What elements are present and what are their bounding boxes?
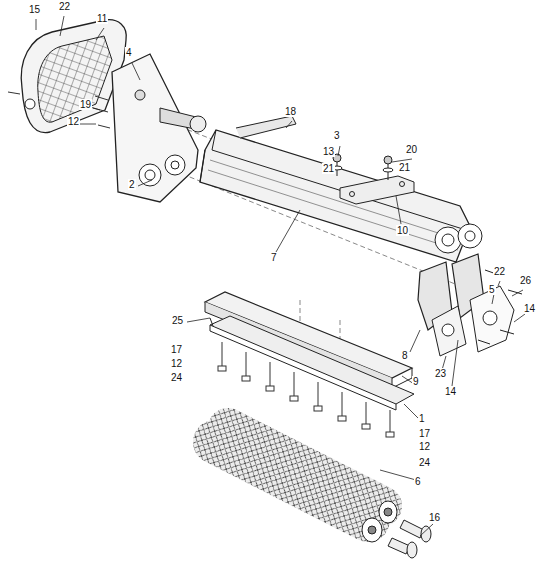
- leader-lines: [36, 16, 525, 536]
- gearbox: [112, 54, 206, 202]
- callout-number: 4: [125, 47, 133, 58]
- bracket: [332, 154, 414, 204]
- callout-number: 12: [170, 358, 183, 369]
- callout-number: 24: [170, 372, 183, 383]
- callout-number: 11: [96, 13, 108, 24]
- callout-number: 20: [405, 144, 418, 155]
- callout-number: 14: [444, 386, 457, 397]
- callout-number: 8: [401, 350, 409, 361]
- callout-number: 21: [322, 163, 335, 174]
- callout-number: 13: [322, 146, 335, 157]
- callout-number: 1: [418, 413, 426, 424]
- callout-number: 21: [398, 162, 411, 173]
- callout-number: 22: [493, 266, 506, 277]
- callout-number: 17: [418, 428, 431, 439]
- shafts: [388, 520, 431, 558]
- mounting-beam: [205, 292, 414, 410]
- callout-number: 12: [67, 116, 80, 127]
- callout-number: 25: [171, 315, 184, 326]
- callout-number: 6: [414, 476, 422, 487]
- end-plates: [418, 254, 522, 356]
- callout-number: 15: [28, 4, 41, 15]
- brush-rollers: [215, 428, 397, 542]
- callout-number: 23: [434, 368, 447, 379]
- callout-number: 7: [270, 252, 278, 263]
- callout-number: 26: [519, 275, 532, 286]
- callout-number: 18: [284, 106, 297, 117]
- callout-number: 16: [428, 512, 441, 523]
- callout-number: 5: [488, 284, 496, 295]
- callout-number: 17: [170, 344, 183, 355]
- callout-number: 19: [79, 99, 92, 110]
- callout-number: 9: [412, 376, 420, 387]
- callout-number: 10: [396, 225, 409, 236]
- rotor-housing: [200, 116, 482, 262]
- callout-number: 14: [523, 303, 536, 314]
- callout-number: 2: [128, 179, 136, 190]
- callout-number: 3: [333, 130, 341, 141]
- callout-number: 22: [58, 1, 71, 12]
- callout-number: 12: [418, 441, 431, 452]
- cover: [21, 20, 126, 133]
- callout-number: 24: [418, 457, 431, 468]
